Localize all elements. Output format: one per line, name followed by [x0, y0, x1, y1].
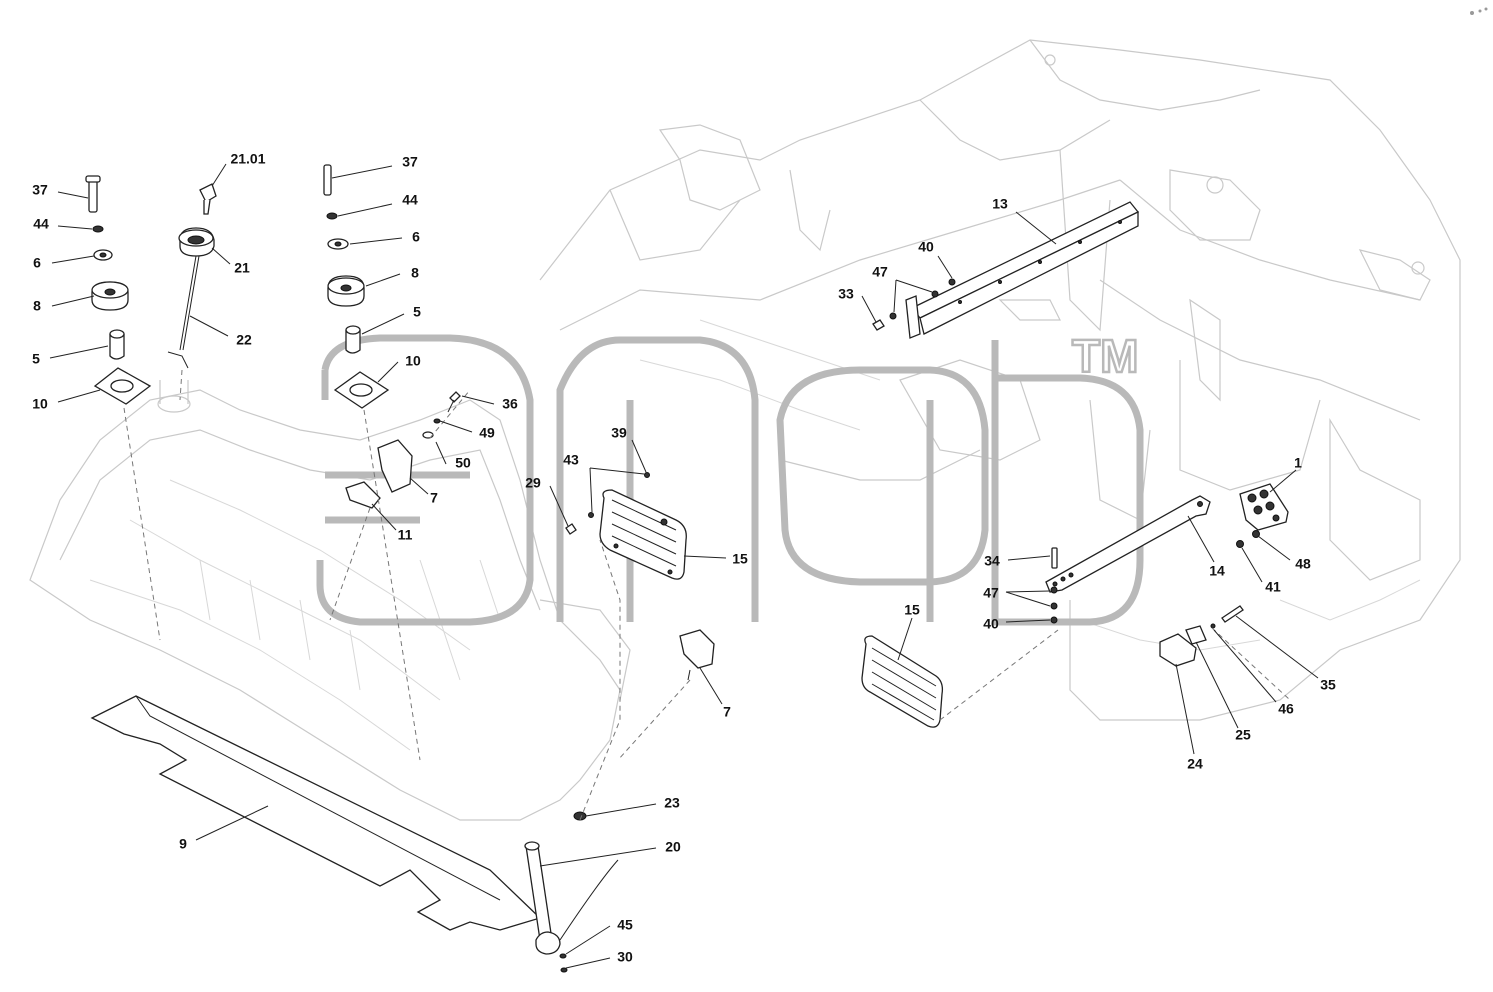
mount-block-hardware: [1159, 605, 1244, 667]
callout-1: 1: [1294, 455, 1302, 471]
callout-labels: 37446851021.0121223744685103649507113943…: [32, 151, 1336, 965]
filler-neck-stack-middle: [323, 164, 390, 409]
grille-upper: [565, 472, 687, 580]
callout-44b: 44: [402, 192, 418, 208]
callout-50: 50: [455, 455, 471, 471]
callout-48: 48: [1295, 556, 1311, 572]
callout-37a: 37: [32, 182, 48, 198]
callout-8b: 8: [411, 265, 419, 281]
callout-8a: 8: [33, 298, 41, 314]
callout-47a: 47: [872, 264, 888, 280]
callout-29: 29: [525, 475, 541, 491]
callout-37b: 37: [402, 154, 418, 170]
callout-34: 34: [984, 553, 1000, 569]
callout-14: 14: [1209, 563, 1225, 579]
callout-7b: 7: [723, 704, 731, 720]
callout-40b: 40: [983, 616, 999, 632]
callout-45: 45: [617, 917, 633, 933]
callout-10a: 10: [32, 396, 48, 412]
ghost-machine-frame: [539, 39, 1461, 721]
callout-10b: 10: [405, 353, 421, 369]
assembly-centerlines: [123, 369, 1291, 821]
fuel-cap-assembly: [167, 183, 217, 369]
part-drawings: [85, 164, 1289, 973]
watermark-logo: TM: [316, 329, 1144, 626]
callout-33: 33: [838, 286, 854, 302]
callout-22: 22: [236, 332, 252, 348]
callout-43: 43: [563, 452, 579, 468]
callout-21: 21: [234, 260, 250, 276]
callout-25: 25: [1235, 727, 1251, 743]
callout-39: 39: [611, 425, 627, 441]
callout-6a: 6: [33, 255, 41, 271]
leader-lines: [49, 163, 1319, 969]
callout-5a: 5: [32, 351, 40, 367]
callout-15a: 15: [732, 551, 748, 567]
ghost-fuel-tank: [29, 380, 631, 821]
filler-neck-stack-left: [85, 175, 152, 405]
callout-41: 41: [1265, 579, 1281, 595]
grille-lower: [861, 635, 944, 728]
callout-23: 23: [664, 795, 680, 811]
callout-47b: 47: [983, 585, 999, 601]
corner-mark: [1470, 7, 1488, 15]
bracket-13: [872, 201, 1140, 339]
skid-plate: [90, 695, 542, 931]
bracket-14: [1045, 495, 1211, 624]
callout-20: 20: [665, 839, 681, 855]
callout-30: 30: [617, 949, 633, 965]
hardware-middle: [345, 391, 461, 509]
callout-11: 11: [398, 527, 413, 543]
relay-block: [1236, 483, 1289, 548]
callout-2101: 21.01: [230, 151, 265, 167]
callout-49: 49: [479, 425, 495, 441]
callout-15b: 15: [904, 602, 920, 618]
callout-40a: 40: [918, 239, 934, 255]
callout-13: 13: [992, 196, 1008, 212]
clip-lower: [679, 629, 715, 681]
fuel-sender: [524, 811, 619, 973]
callout-24: 24: [1187, 756, 1203, 772]
callout-36: 36: [502, 396, 518, 412]
callout-5b: 5: [413, 304, 421, 320]
callout-9: 9: [179, 836, 187, 852]
callout-46: 46: [1278, 701, 1294, 717]
watermark-trademark: TM: [1072, 330, 1138, 382]
callout-6b: 6: [412, 229, 420, 245]
callout-35: 35: [1320, 677, 1336, 693]
callout-44a: 44: [33, 216, 49, 232]
callout-7a: 7: [430, 490, 438, 506]
